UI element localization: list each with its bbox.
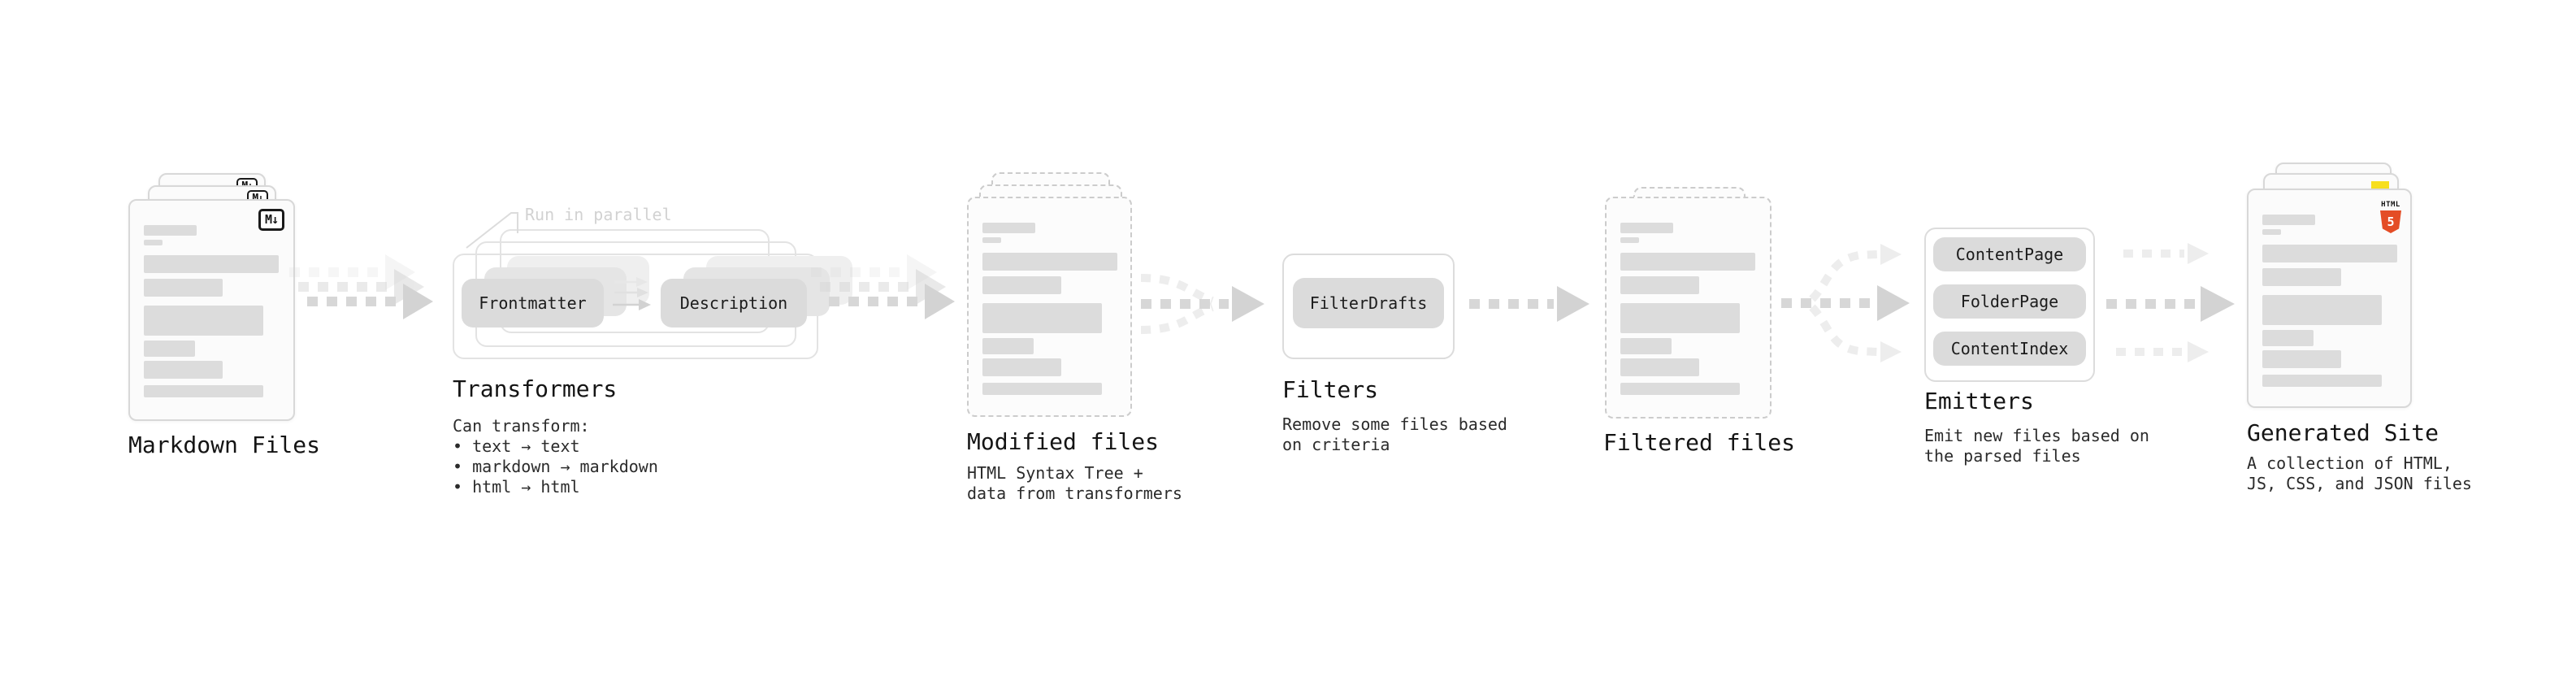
skeleton-line — [982, 223, 1035, 233]
markdown-files-label: Markdown Files — [128, 432, 321, 458]
skeleton-line — [1620, 253, 1755, 271]
arrow-emitters-to-generated — [2106, 243, 2235, 362]
skeleton-line — [2262, 229, 2281, 235]
skeleton-line — [2262, 295, 2382, 325]
skeleton-line — [2262, 330, 2314, 346]
skeleton-line — [982, 276, 1061, 294]
skeleton-line — [2262, 375, 2382, 387]
skeleton-line — [982, 358, 1061, 376]
description-node: Description — [661, 279, 807, 327]
frontmatter-node: Frontmatter — [462, 279, 604, 327]
skeleton-line — [1620, 338, 1672, 354]
skeleton-line — [144, 361, 223, 379]
generated-site-description: A collection of HTML, JS, CSS, and JSON … — [2247, 453, 2472, 493]
skeleton-line — [144, 385, 263, 397]
transformers-description: Can transform: • text → text • markdown … — [453, 416, 658, 497]
skeleton-line — [1620, 303, 1740, 333]
filtered-files-label: Filtered files — [1603, 429, 1796, 456]
skeleton-line — [1620, 237, 1639, 243]
skeleton-line — [144, 279, 223, 297]
skeleton-line — [1620, 223, 1673, 233]
html5-badge-icon: HTML 5 — [2380, 194, 2401, 233]
skeleton-line — [144, 225, 197, 236]
transformers-label: Transformers — [453, 375, 618, 402]
generated-site-card-front: HTML 5 — [2247, 189, 2412, 408]
skeleton-line — [2262, 245, 2397, 262]
filtered-file-card-front — [1605, 197, 1772, 419]
generated-site-label: Generated Site — [2247, 419, 2439, 446]
filters-label: Filters — [1282, 376, 1379, 403]
skeleton-line — [2262, 350, 2341, 368]
skeleton-line — [982, 383, 1102, 395]
emitters-description: Emit new files based on the parsed files — [1924, 426, 2149, 466]
document-skeleton — [2249, 190, 2410, 387]
skeleton-line — [2262, 268, 2341, 286]
arrow-markdown-to-transformers — [289, 254, 433, 319]
skeleton-line — [144, 255, 279, 273]
skeleton-line — [982, 253, 1117, 271]
skeleton-line — [1620, 276, 1699, 294]
skeleton-line — [144, 306, 263, 336]
document-skeleton — [969, 198, 1130, 395]
contentindex-node: ContentIndex — [1933, 332, 2086, 366]
skeleton-line — [1620, 358, 1699, 376]
arrow-filtered-to-emitters — [1781, 244, 1910, 362]
skeleton-line — [982, 338, 1034, 354]
emitters-label: Emitters — [1924, 388, 2034, 414]
modified-files-label: Modified files — [967, 428, 1160, 455]
arrow-modified-to-filters — [1140, 274, 1264, 334]
folderpage-node: FolderPage — [1933, 284, 2086, 319]
markdown-icon: M↓ — [258, 209, 284, 231]
markdown-file-card-front: M↓ — [128, 199, 295, 421]
modified-files-description: HTML Syntax Tree + data from transformer… — [967, 463, 1182, 503]
skeleton-line — [144, 240, 163, 245]
contentpage-node: ContentPage — [1933, 237, 2086, 271]
skeleton-line — [1620, 383, 1740, 395]
skeleton-line — [2262, 215, 2315, 225]
modified-file-card-front — [967, 197, 1132, 417]
run-in-parallel-note: Run in parallel — [525, 205, 672, 224]
skeleton-line — [144, 340, 195, 357]
filterdrafts-node: FilterDrafts — [1293, 278, 1444, 328]
document-skeleton — [1607, 198, 1770, 395]
skeleton-line — [982, 237, 1001, 243]
filters-description: Remove some files based on criteria — [1282, 414, 1507, 454]
document-skeleton — [130, 201, 293, 397]
html5-badge-text: HTML — [2381, 201, 2400, 209]
html5-shield-icon: 5 — [2380, 210, 2401, 233]
arrow-filters-to-filtered — [1469, 286, 1589, 322]
skeleton-line — [982, 303, 1102, 333]
